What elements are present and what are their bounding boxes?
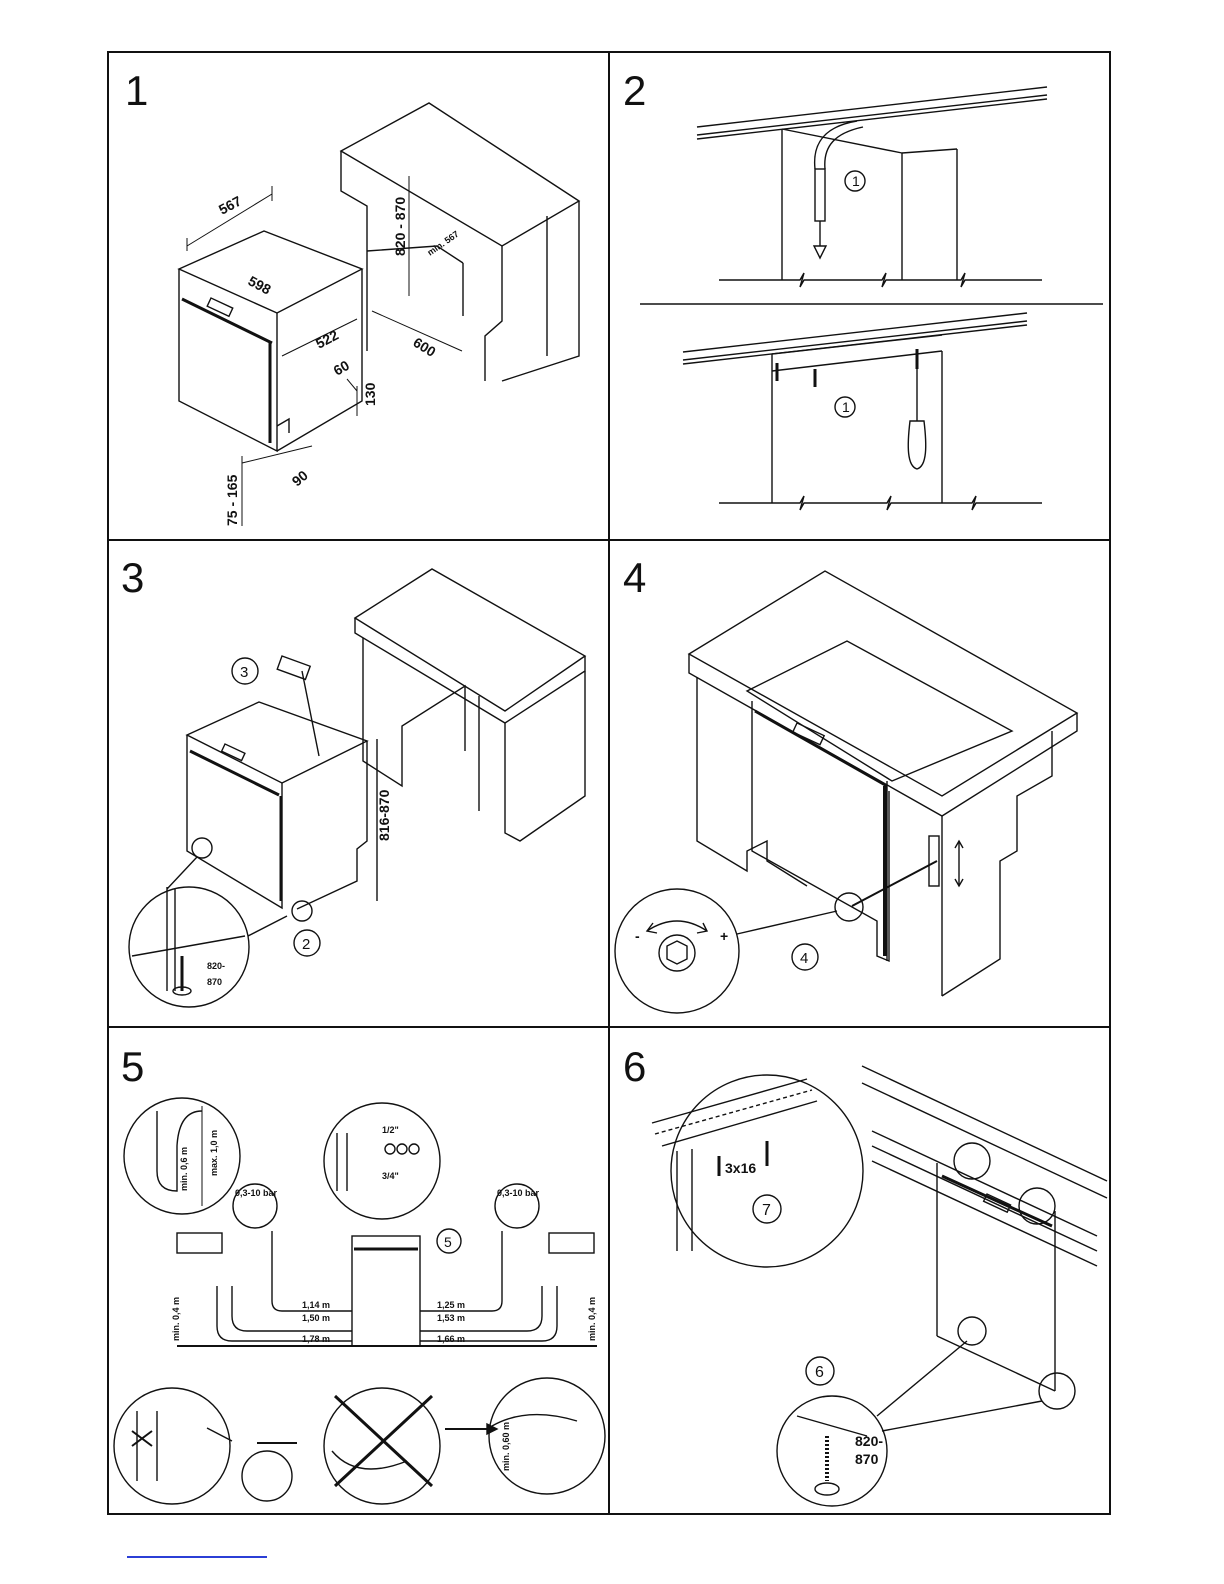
panel-5: 5 min. 0,6 m max. 1,0 m 1/2" 3/4" 0,3-10…	[114, 1043, 605, 1504]
panel-3-marker-3: 3	[240, 664, 248, 681]
panel-1: 1	[125, 67, 579, 526]
label-min-0-60: min. 0,60 m	[501, 1422, 511, 1471]
panel-3-dishwasher: 3 816-870	[187, 656, 392, 909]
panel-4-dishwasher	[747, 641, 1012, 961]
panel-5-tap-detail: 1/2" 3/4"	[324, 1103, 440, 1219]
panel-4-adjust-detail: - + 4	[615, 889, 837, 1013]
dim-60: 60	[331, 357, 353, 379]
panel-1-number: 1	[125, 67, 148, 114]
panel-6-dim-870: 870	[855, 1451, 879, 1467]
panel-4-number: 4	[623, 554, 646, 601]
label-pressure-left: 0,3-10 bar	[235, 1188, 278, 1198]
panel-2-marker-1: 1	[852, 173, 860, 189]
label-three-quarter-inch: 3/4"	[382, 1171, 399, 1181]
panel-5-siphon-detail: min. 0,6 m max. 1,0 m	[124, 1098, 240, 1214]
panel-6-marker-6: 6	[815, 1364, 824, 1381]
panel-4: 4	[615, 554, 1077, 1013]
panel-2-top-scene: 1	[697, 87, 1047, 287]
label-max-1-0: max. 1,0 m	[209, 1130, 219, 1176]
panel-1-cabinet	[341, 103, 579, 381]
label-min-0-6: min. 0,6 m	[179, 1147, 189, 1191]
panel-4-minus: -	[635, 928, 640, 944]
dim-522: 522	[313, 326, 341, 351]
panel-2-number: 2	[623, 67, 646, 114]
dim-600: 600	[410, 334, 438, 360]
panel-4-plus: +	[720, 928, 728, 944]
label-1-78m: 1,78 m	[302, 1334, 330, 1344]
panel-6-appliance	[862, 1066, 1107, 1409]
dim-820-870: 820 - 870	[392, 197, 408, 256]
label-1-66m: 1,66 m	[437, 1334, 465, 1344]
panel-3-marker-2: 2	[302, 936, 310, 953]
label-half-inch: 1/2"	[382, 1125, 399, 1135]
label-1-50m: 1,53 m	[437, 1313, 465, 1323]
panel-5-number: 5	[121, 1043, 144, 1090]
panel-5-pressure-right: 0,3-10 bar	[495, 1184, 540, 1228]
panel-6-number: 6	[623, 1043, 646, 1090]
dim-130: 130	[362, 382, 378, 406]
panel-2-bottom-scene: 1	[683, 313, 1042, 510]
panel-3-dim-870: 870	[207, 977, 222, 987]
installation-sheet: 1	[107, 51, 1111, 1515]
panel-6: 6 3x16 7	[623, 1043, 1107, 1506]
dim-75-165: 75 - 165	[224, 474, 240, 526]
panel-6-marker-7: 7	[762, 1202, 771, 1219]
panel-5-hose-layout: 5 1,14 m 1,25 m 1,53 m 1,50 m 1,78 m 1,6…	[171, 1229, 597, 1346]
panel-4-marker-4: 4	[800, 950, 808, 967]
panel-6-dim-820: 820-	[855, 1433, 883, 1449]
panel-5-marker-5: 5	[444, 1234, 452, 1250]
label-1-14m: 1,14 m	[302, 1300, 330, 1310]
panel-3-foot-detail: 2 820- 870	[129, 838, 320, 1007]
panel-6-screw-detail: 3x16 7	[652, 1075, 863, 1267]
panel-3-dim-820: 820-	[207, 961, 225, 971]
label-1-53m: 1,50 m	[302, 1313, 330, 1323]
panel-5-pressure-left: 0,3-10 bar	[233, 1184, 278, 1228]
panel-3-number: 3	[121, 554, 144, 601]
panel-3: 3 3 816-870 2	[121, 554, 585, 1007]
panel-grid	[108, 52, 1110, 1514]
label-min-0-4-left: min. 0,4 m	[171, 1297, 181, 1341]
panel-2-marker-1b: 1	[842, 399, 850, 415]
footer-link-underline[interactable]	[127, 1556, 267, 1558]
label-min-0-4-right: min. 0,4 m	[587, 1297, 597, 1341]
dim-598: 598	[246, 273, 274, 298]
panel-3-dim-816-870: 816-870	[376, 789, 392, 841]
label-pressure-right: 0,3-10 bar	[497, 1188, 540, 1198]
panel-5-bottom-details: min. 0,60 m	[114, 1378, 605, 1504]
dim-min-567: min. 567	[425, 229, 460, 258]
label-1-25m: 1,25 m	[437, 1300, 465, 1310]
panel-2: 2 1	[623, 67, 1103, 510]
dim-90: 90	[289, 467, 311, 489]
label-3x16: 3x16	[725, 1160, 756, 1176]
